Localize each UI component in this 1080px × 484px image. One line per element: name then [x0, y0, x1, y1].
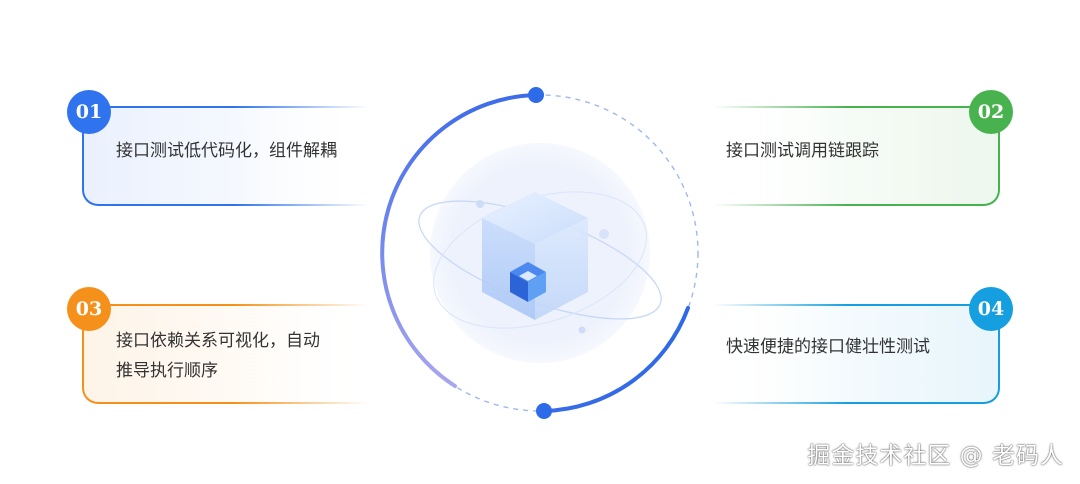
watermark: 掘金技术社区 @ 老码人	[807, 443, 1064, 469]
feature-number-badge-01: 01	[67, 90, 111, 134]
feature-number-badge-04: 04	[969, 287, 1013, 331]
feature-number-badge-03: 03	[67, 287, 111, 331]
feature-number-badge-02: 02	[969, 90, 1013, 134]
feature-text-01: 接口测试低代码化，组件解耦	[116, 141, 337, 161]
feature-text-04: 快速便捷的接口健壮性测试	[726, 337, 930, 357]
feature-text-03: 接口依赖关系可视化，自动 推导执行顺序	[116, 331, 320, 381]
feature-text-02: 接口测试调用链跟踪	[726, 141, 879, 161]
center-ring-graphic	[380, 87, 699, 419]
